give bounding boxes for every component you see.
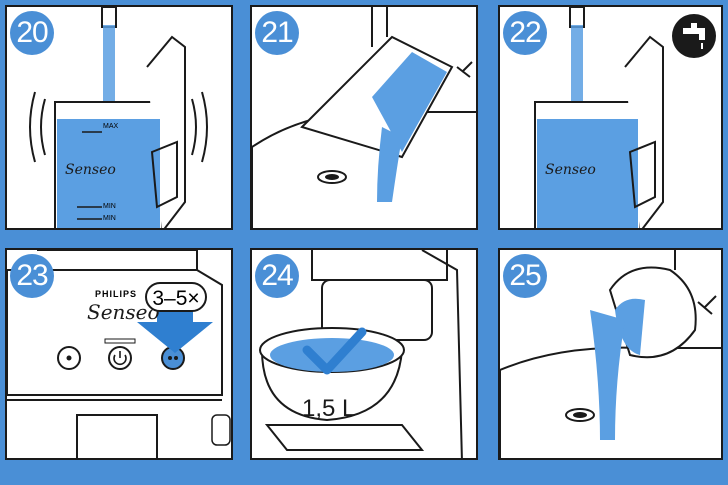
step-20-panel: 20 Senseo MAX MIN MIN (5, 5, 233, 230)
step-number-badge: 24 (255, 254, 299, 298)
volume-label: 1,5 L (302, 395, 355, 423)
step-23-panel: 23 PHILIPS Senseo 3–5× (5, 248, 233, 460)
step-24-panel: 24 1,5 L (250, 248, 478, 460)
tank-logo: Senseo (65, 162, 116, 178)
water-tap-icon (672, 14, 716, 58)
step-number-badge: 22 (503, 11, 547, 55)
brand-label: PHILIPS (95, 289, 137, 299)
tank-min-label: MIN (103, 203, 116, 210)
repeat-count-badge: 3–5× (145, 282, 207, 312)
step-number-badge: 21 (255, 11, 299, 55)
step-21-panel: 21 (250, 5, 478, 230)
step-number-badge: 23 (10, 254, 54, 298)
tank-max-label: MAX (103, 123, 118, 130)
tank-logo: Senseo (545, 162, 596, 178)
step-number-badge: 25 (503, 254, 547, 298)
step-22-panel: 22 Senseo (498, 5, 723, 230)
tank-min-label-2: MIN (103, 215, 116, 222)
step-number-badge: 20 (10, 11, 54, 55)
step-25-panel: 25 (498, 248, 723, 460)
